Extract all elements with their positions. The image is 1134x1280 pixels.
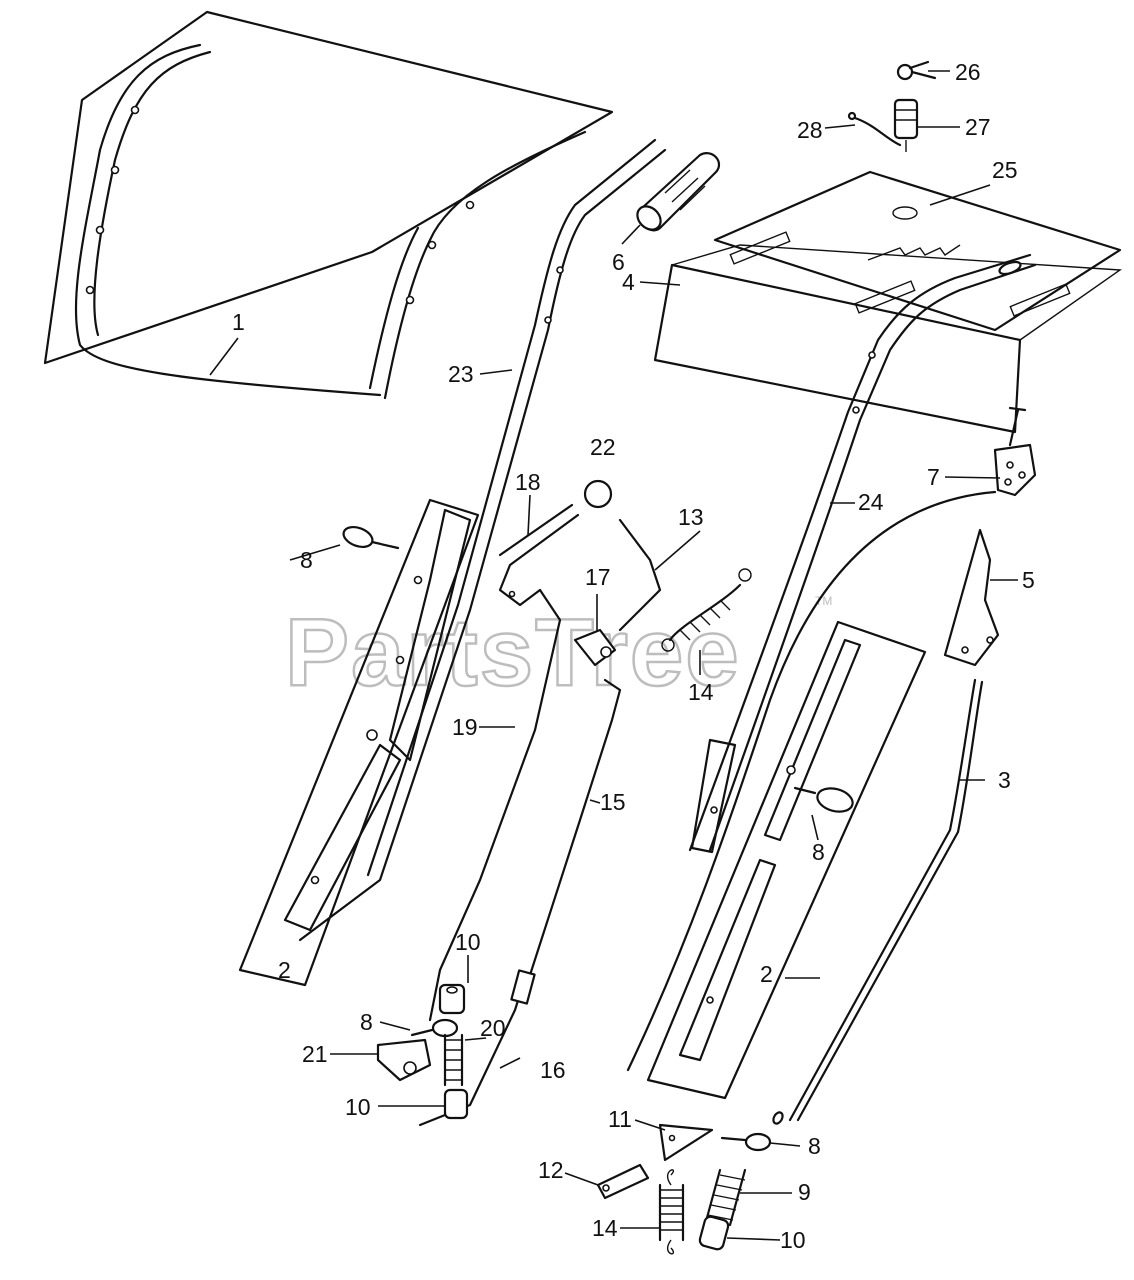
part-16-link [418, 969, 536, 1127]
callout-8-b: 8 [812, 839, 825, 865]
part-10-bushing-c [698, 1215, 730, 1251]
callout-10-c: 10 [780, 1227, 806, 1253]
part-19-rod [428, 588, 562, 1022]
part-8-eyebolt-a [342, 526, 400, 550]
callout-8-d: 8 [808, 1133, 821, 1159]
callout-3: 3 [998, 767, 1011, 793]
callout-19: 19 [452, 714, 478, 740]
part-2-right-channel [646, 620, 927, 1100]
callout-14-b: 14 [592, 1215, 618, 1241]
part-13-rod [618, 518, 662, 632]
part-5-bracket [943, 528, 1000, 667]
callout-21: 21 [302, 1041, 328, 1067]
part-9-spring [703, 1168, 747, 1227]
callout-24: 24 [858, 489, 884, 515]
callout-27: 27 [965, 114, 991, 140]
part-2-left-channel [238, 498, 480, 987]
callout-18: 18 [515, 469, 541, 495]
callout-26: 26 [955, 59, 981, 85]
part-3-control-rod [772, 678, 984, 1125]
part-7-throttle-control [993, 406, 1037, 497]
part-1-handle-panel [43, 10, 614, 400]
part-8-eyebolt-d [720, 1132, 772, 1152]
callout-23: 23 [448, 361, 474, 387]
part-8-eyebolt-c [410, 1018, 459, 1038]
callout-22: 22 [590, 434, 616, 460]
part-28-wire [847, 111, 902, 147]
part-22-knob [583, 479, 613, 509]
part-20-spring [443, 1033, 464, 1087]
callout-25: 25 [992, 157, 1018, 183]
part-11-bracket [658, 1123, 714, 1162]
callout-2-left: 2 [278, 957, 291, 983]
callout-7: 7 [927, 464, 940, 490]
callout-17: 17 [585, 564, 611, 590]
part-10-bushing-b [443, 1088, 469, 1120]
leader-lines [209, 70, 1018, 1241]
callout-10-a: 10 [455, 929, 481, 955]
part-23-left-handle [298, 138, 667, 942]
callout-8-c: 8 [360, 1009, 373, 1035]
callout-1: 1 [232, 309, 245, 335]
part-10-bushing-a [438, 983, 466, 1015]
watermark: PartsTree TM [284, 594, 833, 707]
callout-14-a: 14 [688, 679, 714, 705]
watermark-trademark: TM [815, 594, 832, 608]
callout-28: 28 [797, 117, 823, 143]
callout-11: 11 [608, 1106, 632, 1132]
part-17-clamp [573, 628, 617, 667]
part-18-rod [498, 503, 580, 607]
callout-2-right: 2 [760, 961, 773, 987]
part-14-spring-lower [658, 1169, 685, 1255]
part-25-panel-plate [713, 170, 1122, 332]
callout-13: 13 [678, 504, 704, 530]
callouts: 1 2 2 3 4 5 6 7 8 8 8 8 9 10 10 10 11 12… [232, 59, 1035, 1253]
callout-8-a: 8 [300, 547, 313, 573]
part-26-key [896, 60, 937, 81]
callout-12: 12 [538, 1157, 564, 1183]
part-14-spring-upper [661, 568, 752, 652]
callout-10-b: 10 [345, 1094, 371, 1120]
part-6-grip [636, 152, 721, 232]
callout-9: 9 [798, 1179, 811, 1205]
throttle-cable [626, 490, 997, 1072]
callout-5: 5 [1022, 567, 1035, 593]
watermark-text: PartsTree [285, 599, 741, 706]
callout-6: 6 [612, 249, 625, 275]
callout-4: 4 [622, 269, 635, 295]
part-21-plate [376, 1038, 432, 1082]
part-24-right-handle [688, 253, 1037, 854]
callout-15: 15 [600, 789, 626, 815]
callout-20: 20 [480, 1015, 506, 1041]
part-27-switch [893, 98, 919, 152]
callout-16: 16 [540, 1057, 566, 1083]
part-15-rod [528, 678, 622, 977]
part-4-panel [653, 244, 1123, 434]
part-12-link [596, 1163, 650, 1200]
part-8-eyebolt-b [793, 786, 854, 813]
